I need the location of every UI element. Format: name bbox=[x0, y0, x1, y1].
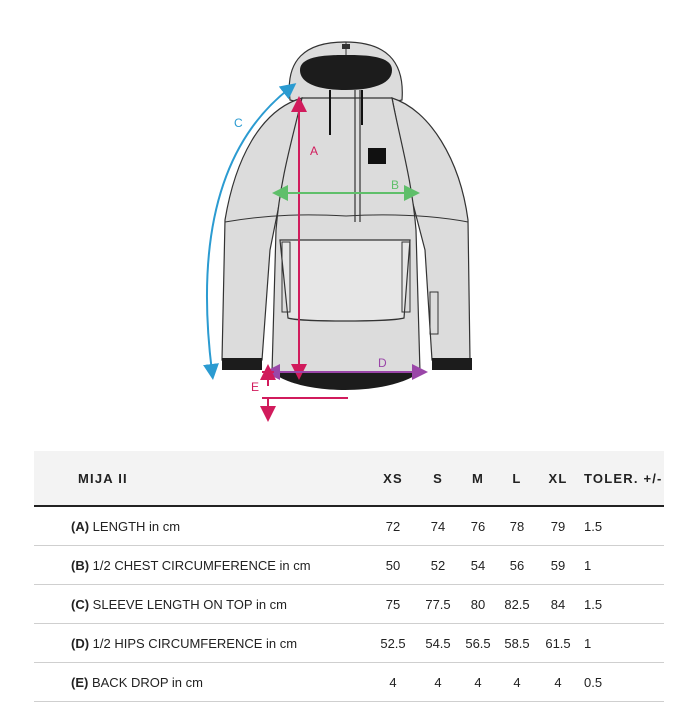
size-header-xl: XL bbox=[532, 451, 584, 507]
jacket-illustration: A B C D E bbox=[203, 41, 472, 422]
cell-xl: 59 bbox=[532, 545, 584, 585]
cell-tolerance: 1 bbox=[584, 623, 664, 663]
size-header-l: L bbox=[502, 451, 532, 507]
cell-m: 4 bbox=[454, 662, 502, 702]
table-row: (B) 1/2 CHEST CIRCUMFERENCE in cm 50 52 … bbox=[34, 545, 664, 585]
row-code: (B) bbox=[71, 557, 90, 573]
cell-xs: 52.5 bbox=[364, 623, 422, 663]
row-text: SLEEVE LENGTH ON TOP in cm bbox=[92, 596, 288, 612]
cell-xl: 84 bbox=[532, 584, 584, 624]
cell-l: 82.5 bbox=[502, 584, 532, 624]
tolerance-header: TOLER. +/- bbox=[584, 451, 664, 507]
cell-m: 80 bbox=[454, 584, 502, 624]
cell-s: 54.5 bbox=[422, 623, 454, 663]
row-label: (A) LENGTH in cm bbox=[34, 506, 364, 546]
row-label: (E) BACK DROP in cm bbox=[34, 662, 364, 702]
cell-tolerance: 0.5 bbox=[584, 662, 664, 702]
table-row: (A) LENGTH in cm 72 74 76 78 79 1.5 bbox=[34, 506, 664, 546]
jacket-shape bbox=[221, 41, 471, 382]
cell-m: 54 bbox=[454, 545, 502, 585]
label-b: B bbox=[391, 178, 399, 192]
table-row: (E) BACK DROP in cm 4 4 4 4 4 0.5 bbox=[34, 662, 664, 702]
table-row: (C) SLEEVE LENGTH ON TOP in cm 75 77.5 8… bbox=[34, 584, 664, 624]
label-c: C bbox=[234, 116, 243, 130]
row-code: (C) bbox=[71, 596, 90, 612]
table-row: (D) 1/2 HIPS CIRCUMFERENCE in cm 52.5 54… bbox=[34, 623, 664, 663]
size-header-m: M bbox=[454, 451, 502, 507]
cell-tolerance: 1 bbox=[584, 545, 664, 585]
label-e: E bbox=[251, 380, 259, 394]
row-text: 1/2 HIPS CIRCUMFERENCE in cm bbox=[92, 635, 298, 651]
row-code: (A) bbox=[71, 518, 90, 534]
jacket-diagram: A B C D E bbox=[203, 41, 472, 422]
cell-tolerance: 1.5 bbox=[584, 506, 664, 546]
cell-xl: 61.5 bbox=[532, 623, 584, 663]
cell-xs: 75 bbox=[364, 584, 422, 624]
row-code: (D) bbox=[71, 635, 90, 651]
chest-logo bbox=[368, 148, 386, 164]
cell-xs: 4 bbox=[364, 662, 422, 702]
measure-line-c bbox=[203, 83, 297, 380]
label-a: A bbox=[310, 144, 318, 158]
cell-s: 77.5 bbox=[422, 584, 454, 624]
row-text: BACK DROP in cm bbox=[91, 674, 203, 690]
cell-l: 56 bbox=[502, 545, 532, 585]
row-code: (E) bbox=[71, 674, 89, 690]
hood-opening bbox=[300, 55, 392, 90]
row-label: (C) SLEEVE LENGTH ON TOP in cm bbox=[34, 584, 364, 624]
cell-l: 4 bbox=[502, 662, 532, 702]
cell-l: 58.5 bbox=[502, 623, 532, 663]
cell-s: 4 bbox=[422, 662, 454, 702]
row-text: LENGTH in cm bbox=[92, 518, 181, 534]
cell-xl: 4 bbox=[532, 662, 584, 702]
cell-l: 78 bbox=[502, 506, 532, 546]
table-header-row: MIJA II XS S M L XL TOLER. +/- bbox=[34, 451, 664, 507]
cuff-right bbox=[432, 358, 472, 370]
cell-s: 74 bbox=[422, 506, 454, 546]
cell-xs: 50 bbox=[364, 545, 422, 585]
size-header-xs: XS bbox=[364, 451, 422, 507]
hem bbox=[272, 372, 420, 390]
cell-xs: 72 bbox=[364, 506, 422, 546]
product-name: MIJA II bbox=[34, 451, 364, 507]
cell-m: 56.5 bbox=[454, 623, 502, 663]
row-label: (B) 1/2 CHEST CIRCUMFERENCE in cm bbox=[34, 545, 364, 585]
cell-m: 76 bbox=[454, 506, 502, 546]
cell-tolerance: 1.5 bbox=[584, 584, 664, 624]
row-text: 1/2 CHEST CIRCUMFERENCE in cm bbox=[92, 557, 311, 573]
size-table: MIJA II XS S M L XL TOLER. +/- (A) LENGT… bbox=[34, 451, 664, 702]
label-d: D bbox=[378, 356, 387, 370]
cell-s: 52 bbox=[422, 545, 454, 585]
cuff-left bbox=[222, 358, 262, 370]
row-label: (D) 1/2 HIPS CIRCUMFERENCE in cm bbox=[34, 623, 364, 663]
size-header-s: S bbox=[422, 451, 454, 507]
cell-xl: 79 bbox=[532, 506, 584, 546]
